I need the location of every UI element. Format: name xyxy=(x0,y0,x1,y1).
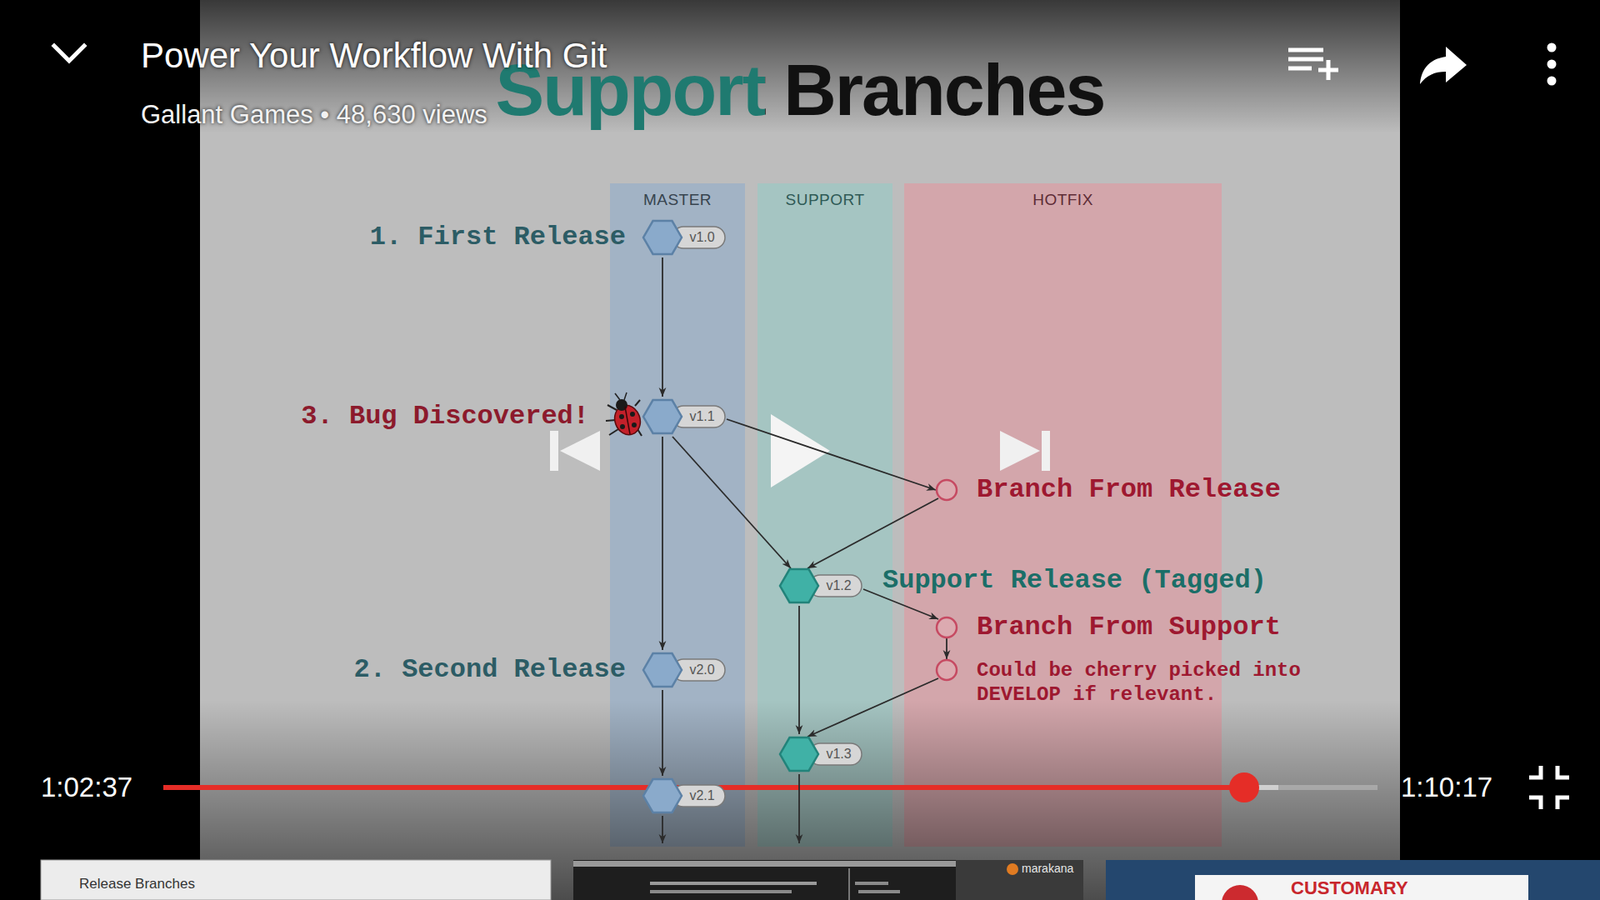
text-holder: Branch From Support xyxy=(976,610,1281,645)
text-holder: v2.1 xyxy=(682,775,722,816)
continuation-arrow xyxy=(661,815,664,844)
hotfix-commit: Branch From Release xyxy=(935,479,958,501)
version-tag: v2.1 xyxy=(689,787,715,805)
elapsed-time: 1:02:37 xyxy=(40,770,133,805)
branch-arrow xyxy=(726,419,936,490)
label-holder: 1:02:37 xyxy=(40,770,133,805)
branch-lane: v1.2Support Release (Tagged) v1.3 SUPPORT xyxy=(757,183,893,847)
branch-arrow xyxy=(661,690,664,776)
text-holder: Branch From Release xyxy=(976,473,1281,507)
commit-hexagon xyxy=(780,737,819,771)
branch-arrow xyxy=(807,678,939,737)
text-holder: MASTER xyxy=(610,190,745,210)
label-holder: 1:10:17 xyxy=(1400,770,1493,805)
commit-caption: 2. Second Release xyxy=(354,653,626,687)
commit-hexagon xyxy=(780,569,819,603)
next-icon xyxy=(1000,430,1050,471)
commit-caption: Support Release (Tagged) xyxy=(882,564,1267,598)
lane-heading: HOTFIX xyxy=(1032,190,1094,210)
branch-arrow xyxy=(798,605,800,735)
commit-hexagon xyxy=(643,653,682,687)
hotfix-circle xyxy=(935,479,958,501)
branch-lane: Branch From ReleaseBranch From SupportCo… xyxy=(904,183,1222,847)
label-holder: marakana xyxy=(1021,861,1074,876)
more-icon xyxy=(1547,43,1557,86)
lane-heading: MASTER xyxy=(643,190,712,210)
top-shade xyxy=(0,0,1600,134)
minimize-icon xyxy=(54,45,85,61)
bottom-shade xyxy=(0,700,1600,900)
branch-arrow xyxy=(672,436,791,569)
hotfix-caption: Could be cherry picked into DEVELOP if r… xyxy=(976,658,1335,707)
commit-node: v1.13. Bug Discovered! xyxy=(642,396,727,437)
commit-caption: 1. First Release xyxy=(370,220,626,255)
hotfix-caption: Branch From Support xyxy=(976,610,1281,645)
branch-arrow xyxy=(661,436,664,650)
exit-fullscreen-icon xyxy=(1529,765,1570,810)
label-holder: Power Your Workflow With Git xyxy=(140,35,607,77)
label-holder: Release Branches xyxy=(79,875,195,893)
commit-node: v2.02. Second Release xyxy=(642,650,727,690)
thumbnail-caption: CUSTOMARY xyxy=(1290,877,1409,900)
playlist-add-icon xyxy=(1288,50,1339,80)
version-tag: v2.0 xyxy=(689,661,715,679)
text-holder: 1. First Release xyxy=(370,220,626,255)
commit-node: v1.3 xyxy=(779,734,864,775)
commit-hexagon xyxy=(643,400,682,434)
label-holder: Gallant Games • 48,630 views xyxy=(140,99,488,130)
commit-node: v1.2Support Release (Tagged) xyxy=(779,565,864,606)
text-holder: v2.0 xyxy=(682,650,722,690)
version-tag: v1.1 xyxy=(689,408,715,425)
label-holder: CUSTOMARY xyxy=(1290,877,1409,900)
thumbnail-logo-text: marakana xyxy=(1021,861,1074,876)
text-holder: 2. Second Release xyxy=(354,653,626,687)
thumbnail-caption: Release Branches xyxy=(79,875,195,893)
text-holder: v1.0 xyxy=(682,217,722,258)
version-tag: v1.3 xyxy=(825,745,851,763)
hotfix-circle xyxy=(935,616,958,639)
lane-heading: SUPPORT xyxy=(785,190,865,210)
commit-node: v1.01. First Release xyxy=(642,217,727,258)
text-holder: HOTFIX xyxy=(904,190,1222,210)
text-holder: 3. Bug Discovered! xyxy=(300,400,590,434)
channel-info: Gallant Games • 48,630 views xyxy=(140,99,488,130)
continuation-arrow xyxy=(798,774,800,844)
progress-track xyxy=(163,785,1378,790)
hotfix-commit: Could be cherry picked into DEVELOP if r… xyxy=(935,659,958,681)
commit-caption: 3. Bug Discovered! xyxy=(300,400,590,434)
text-holder: Support Release (Tagged) xyxy=(882,564,1267,598)
hotfix-circle xyxy=(935,659,958,681)
text-holder: SUPPORT xyxy=(757,190,893,210)
version-tag: v1.2 xyxy=(825,577,851,595)
hotfix-commit: Branch From Support xyxy=(935,616,958,639)
branch-arrow xyxy=(807,498,939,569)
hotfix-caption: Branch From Release xyxy=(976,473,1281,507)
branch-arrow xyxy=(661,257,664,397)
text-holder: v1.1 xyxy=(682,396,722,437)
total-time: 1:10:17 xyxy=(1400,770,1493,805)
previous-icon xyxy=(550,430,600,471)
branch-lane: v1.01. First Release v1.13. Bug Discovere… xyxy=(610,183,745,847)
thumbnail-strip xyxy=(40,860,1600,900)
text-holder: Could be cherry picked into DEVELOP if r… xyxy=(976,658,1335,707)
ladybug-icon xyxy=(605,392,645,439)
text-holder: v1.2 xyxy=(819,565,859,606)
commit-hexagon xyxy=(643,779,682,813)
commit-node: v2.1 xyxy=(642,775,727,816)
commit-hexagon xyxy=(643,220,682,255)
text-holder: v1.3 xyxy=(819,734,859,775)
share-icon xyxy=(1420,46,1467,85)
branch-arrow xyxy=(945,638,948,660)
version-tag: v1.0 xyxy=(689,229,715,246)
video-title: Power Your Workflow With Git xyxy=(140,35,607,77)
progress-scrubber xyxy=(1229,772,1260,803)
